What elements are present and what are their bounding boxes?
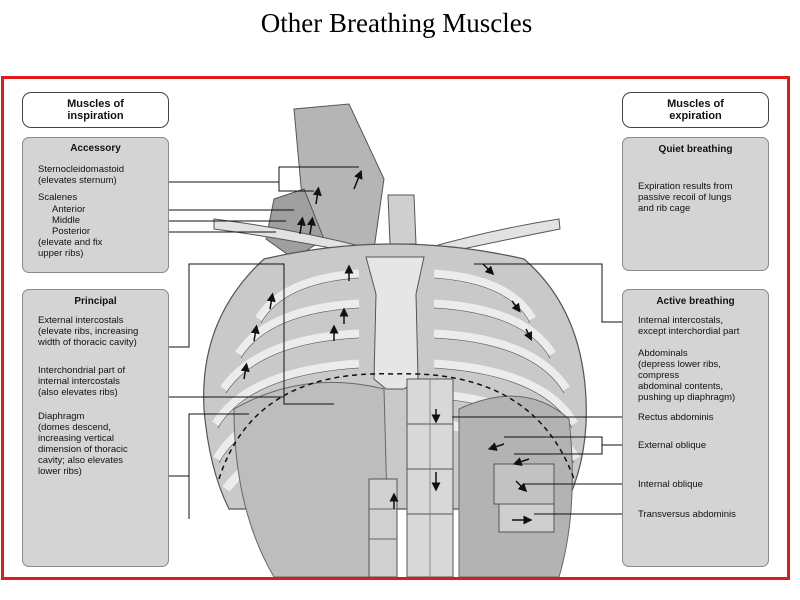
external-intercostals-action-1: (elevate ribs, increasing <box>38 326 139 337</box>
diaphragm-action-3: dimension of thoracic <box>38 444 128 455</box>
abdominals-label: Abdominals <box>638 348 688 359</box>
motion-arrows <box>240 169 533 525</box>
expiration-header-line1: Muscles of <box>667 98 724 110</box>
external-oblique-label: External oblique <box>638 440 707 451</box>
active-breathing-title: Active breathing <box>656 296 735 307</box>
scalenes-action-1: (elevate and fix <box>38 237 103 248</box>
scalenes-label: Scalenes <box>38 192 78 203</box>
scalenes-middle-label: Middle <box>52 215 80 226</box>
accessory-panel: Accessory <box>22 137 169 273</box>
scalenes-posterior-label: Posterior <box>52 226 91 237</box>
diaphragm-action-5: lower ribs) <box>38 466 82 477</box>
inspiration-header-line2: inspiration <box>67 110 124 122</box>
abdominals-action-4: pushing up diaphragm) <box>638 392 736 403</box>
abdominals-action-2: compress <box>638 370 680 381</box>
diagram-frame: Muscles of inspiration Accessory Sternoc… <box>1 76 790 580</box>
scalenes-action-2: upper ribs) <box>38 248 84 259</box>
rib-cage-illustration <box>94 103 637 577</box>
external-intercostals-label: External intercostals <box>38 315 124 326</box>
active-breathing-panel: Active breathing <box>622 289 769 567</box>
internal-oblique-label: Internal oblique <box>638 479 703 490</box>
quiet-breathing-text-1: Expiration results from <box>638 181 733 192</box>
expiration-header: Muscles of expiration <box>622 92 769 128</box>
internal-intercostals-label-1: Internal intercostals, <box>638 315 724 326</box>
sternum <box>365 256 425 390</box>
interchondrial-label-2: internal intercostals <box>38 376 120 387</box>
rectus-abdominis-label: Rectus abdominis <box>638 412 714 423</box>
interchondrial-action: (also elevates ribs) <box>38 387 118 398</box>
diaphragm-action-1: (domes descend, <box>38 422 111 433</box>
cervical-spine <box>387 194 417 245</box>
expiration-header-line2: expiration <box>669 110 722 122</box>
sternocleidomastoid-action: (elevates sternum) <box>38 175 117 186</box>
diaphragm-action-2: increasing vertical <box>38 433 115 444</box>
leader-lines-right <box>452 263 637 515</box>
diaphragm-left <box>233 381 390 577</box>
interchondrial-label-1: Interchondrial part of <box>38 365 126 376</box>
transversus-abdominis-muscle <box>498 503 555 533</box>
quiet-breathing-text-3: and rib cage <box>638 203 691 214</box>
abdominals-action-1: (depress lower ribs, <box>638 359 721 370</box>
principal-title: Principal <box>74 296 117 307</box>
inspiration-header: Muscles of inspiration <box>22 92 169 128</box>
scalenes-anterior-label: Anterior <box>52 204 86 215</box>
sternocleidomastoid-label: Sternocleidomastoid <box>38 164 125 175</box>
diaphragm-dome-outline <box>218 373 575 480</box>
external-intercostals-action-2: width of thoracic cavity) <box>38 337 137 348</box>
internal-intercostals-label-2: except interchordial part <box>638 326 740 337</box>
diaphragm-action-4: cavity; also elevates <box>38 455 124 466</box>
accessory-title: Accessory <box>70 143 121 154</box>
principal-panel: Principal <box>22 289 169 567</box>
slide-title: Other Breathing Muscles <box>260 8 533 38</box>
quiet-breathing-text-2: passive recoil of lungs <box>638 192 732 203</box>
abdominals-action-3: abdominal contents, <box>638 381 724 392</box>
lumbar-spine <box>368 478 398 577</box>
transversus-abdominis-label: Transversus abdominis <box>638 509 736 520</box>
quiet-breathing-panel: Quiet breathing <box>622 137 769 271</box>
quiet-breathing-title: Quiet breathing <box>658 144 733 155</box>
inspiration-header-line1: Muscles of <box>67 98 124 110</box>
diaphragm-label: Diaphragm <box>38 411 85 422</box>
